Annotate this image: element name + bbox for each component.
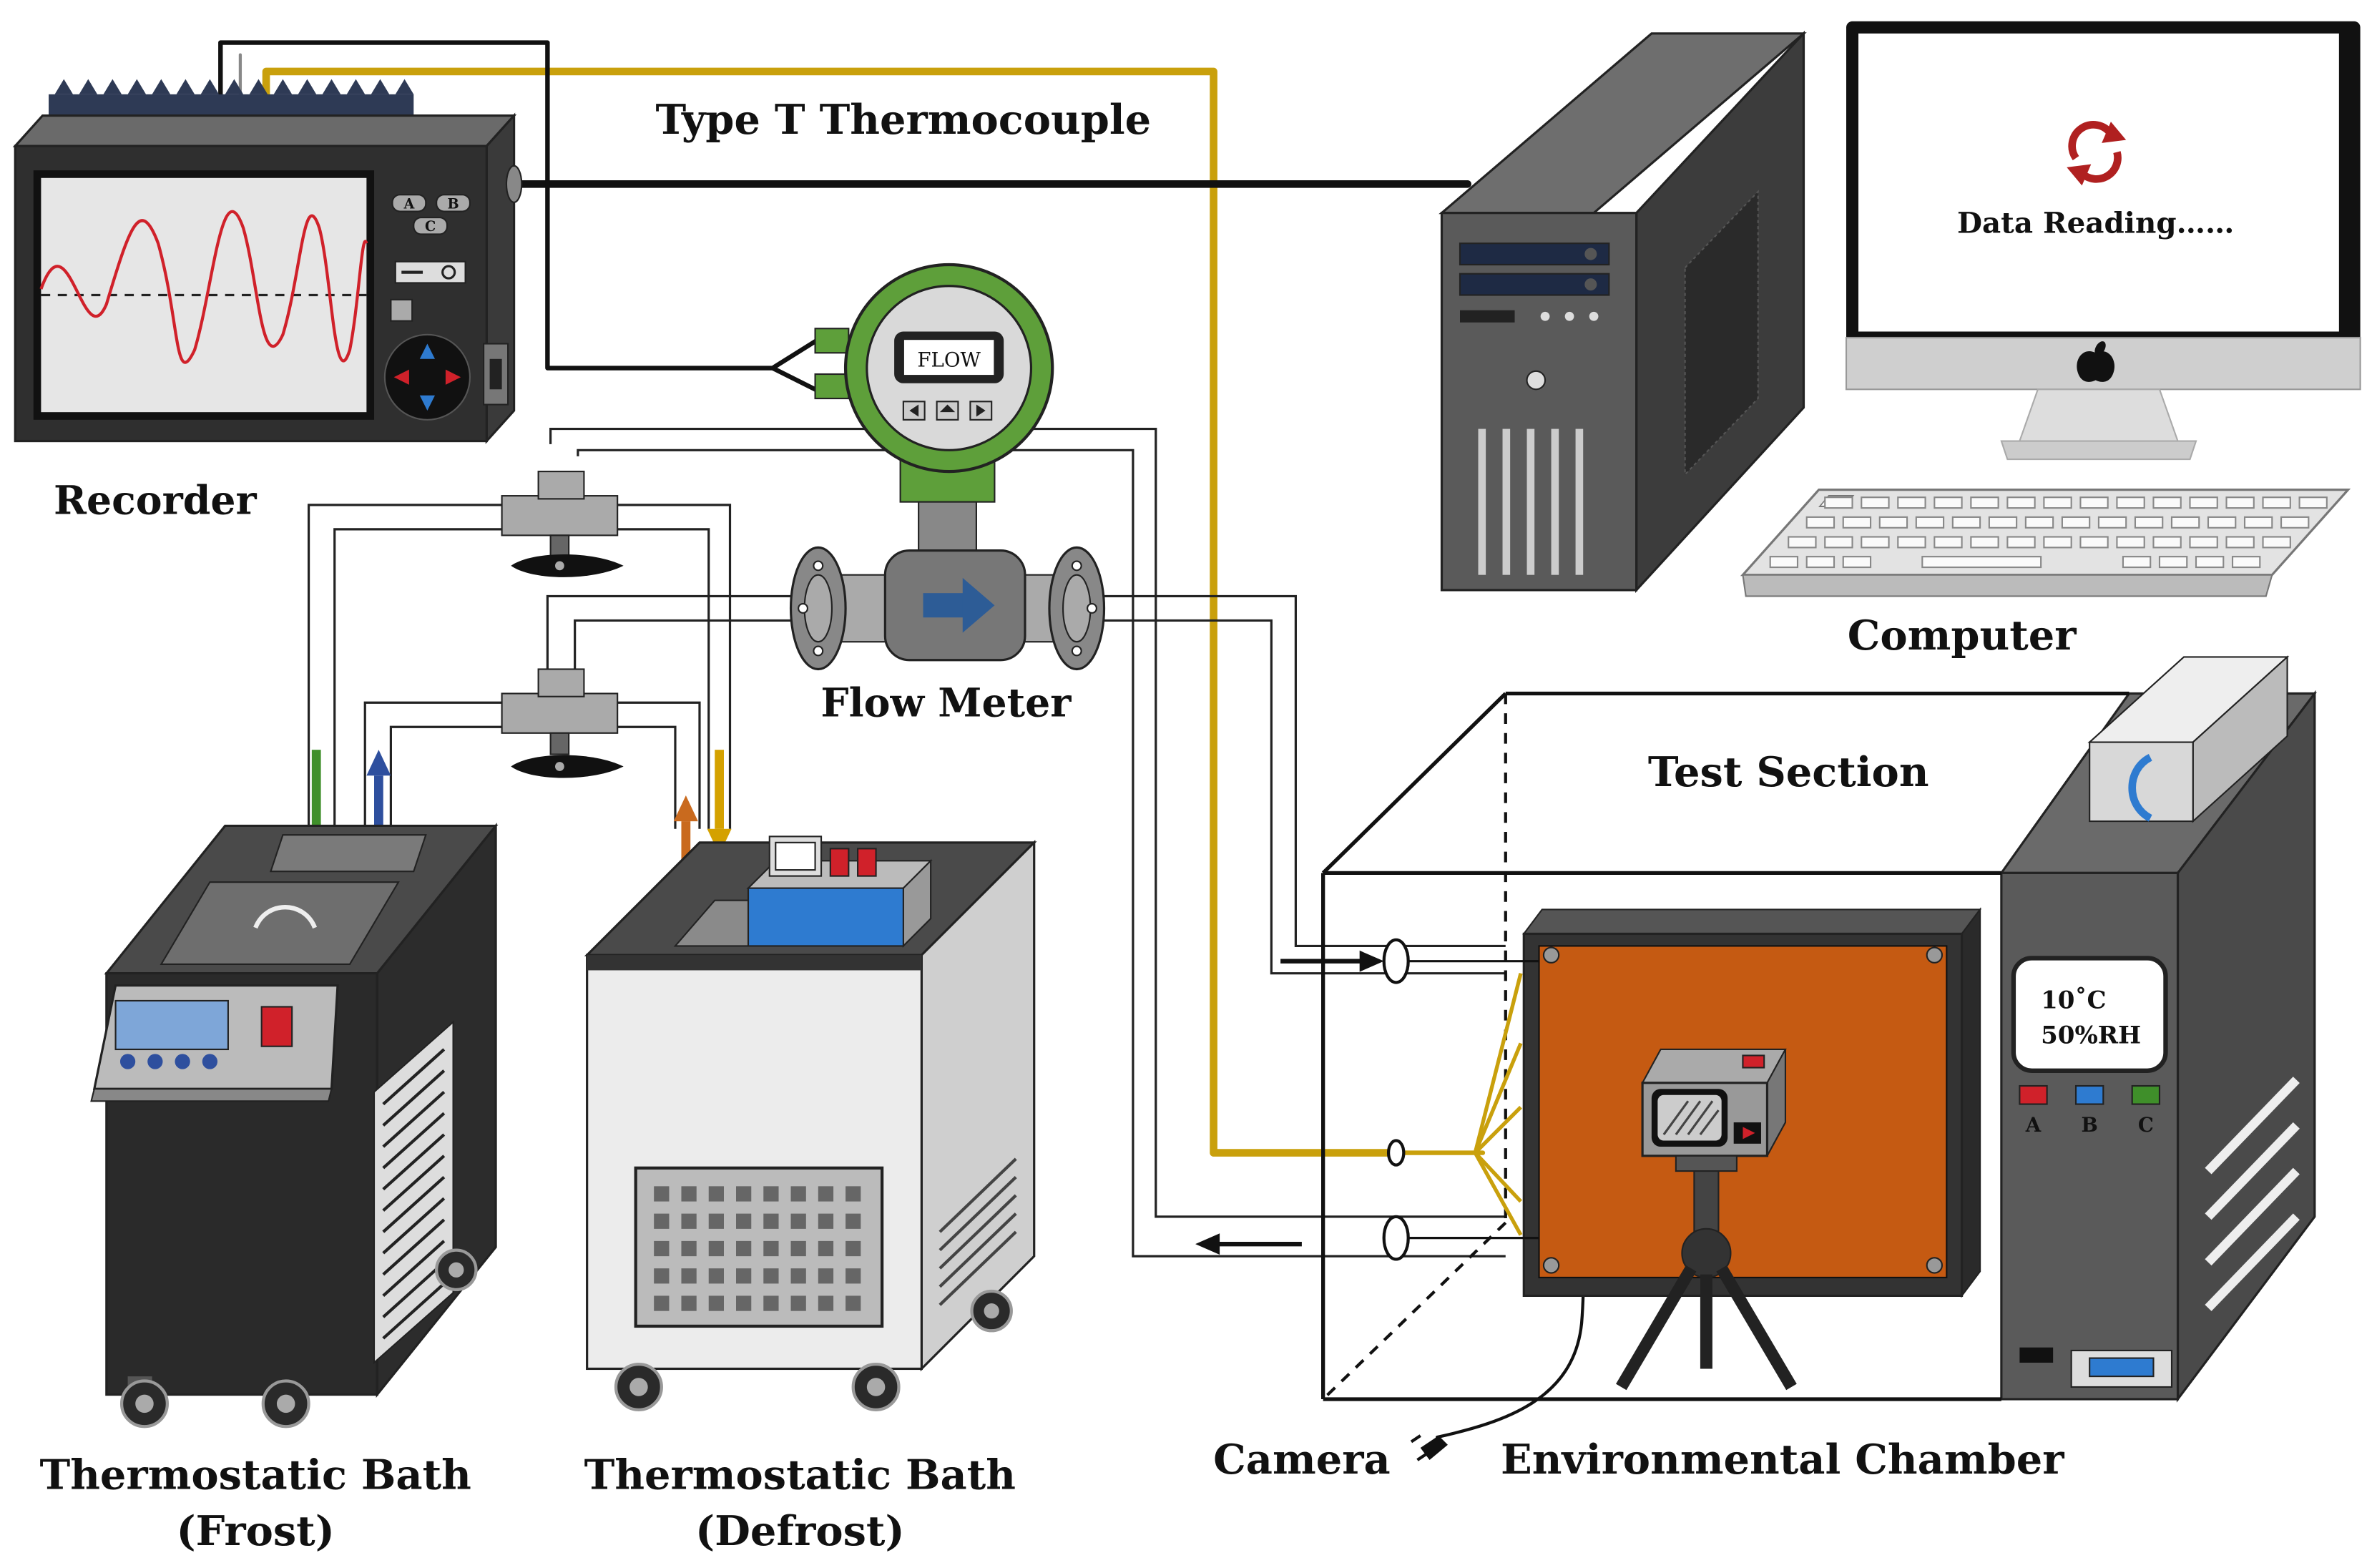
thermocouple-label: Type T Thermocouple	[656, 95, 1152, 144]
power-plug-icon	[1410, 1434, 1448, 1461]
tee-valve-lower	[501, 668, 624, 778]
recorder-button-a[interactable]: A	[403, 195, 415, 212]
environmental-chamber-label: Environmental Chamber	[1501, 1435, 2064, 1484]
recorder-button-c[interactable]: C	[425, 218, 436, 235]
reload-icon	[2067, 121, 2127, 186]
apple-logo-icon	[2077, 341, 2115, 382]
thermostatic-bath-defrost	[584, 836, 1037, 1411]
thermostatic-bath-frost	[90, 822, 499, 1429]
chamber-button-c-label: C	[2138, 1113, 2154, 1137]
chamber-button-b[interactable]	[2074, 1084, 2104, 1105]
recorder-waveform	[39, 210, 368, 364]
recorder-flowmeter-cable	[218, 40, 824, 371]
bath-frost-label-line1: Thermostatic Bath	[39, 1450, 471, 1499]
computer-tower	[1439, 30, 1807, 594]
bath-defrost-label-line2: (Defrost)	[695, 1506, 905, 1555]
tee-valve-upper	[501, 471, 624, 577]
thermocouple-wire	[262, 67, 1401, 1157]
chamber-button-a[interactable]	[2019, 1084, 2048, 1105]
chamber-humidity: 50%RH	[2041, 1021, 2141, 1049]
chamber-button-c[interactable]	[2131, 1084, 2161, 1105]
chamber-temperature: 10˚C	[2041, 986, 2106, 1015]
flow-direction-arrows	[1195, 950, 1384, 1255]
recorder-button-b[interactable]: B	[447, 195, 459, 212]
test-section-label: Test Section	[1648, 748, 1929, 796]
flow-meter-display: FLOW	[917, 348, 981, 371]
camera-label: Camera	[1213, 1435, 1391, 1484]
recorder-label: Recorder	[54, 478, 258, 524]
camera	[1616, 1048, 1797, 1391]
bath-defrost-label-line1: Thermostatic Bath	[584, 1450, 1016, 1499]
coolant-pipes	[307, 427, 1506, 1258]
data-reading-text: Data Reading……	[1957, 205, 2234, 240]
bath-frost-label-line2: (Frost)	[176, 1506, 334, 1555]
flow-meter: FLOW	[789, 263, 1106, 671]
computer-monitor: Data Reading……	[1845, 21, 2361, 461]
computer-keyboard	[1740, 489, 2351, 597]
chamber-button-b-label: B	[2081, 1113, 2097, 1137]
flow-meter-label: Flow Meter	[820, 680, 1072, 726]
computer-label: Computer	[1848, 611, 2077, 660]
chamber-button-a-label: A	[2025, 1113, 2042, 1137]
recorder-device: A B C	[12, 79, 523, 444]
flow-direction-arrow-icon	[923, 577, 995, 633]
